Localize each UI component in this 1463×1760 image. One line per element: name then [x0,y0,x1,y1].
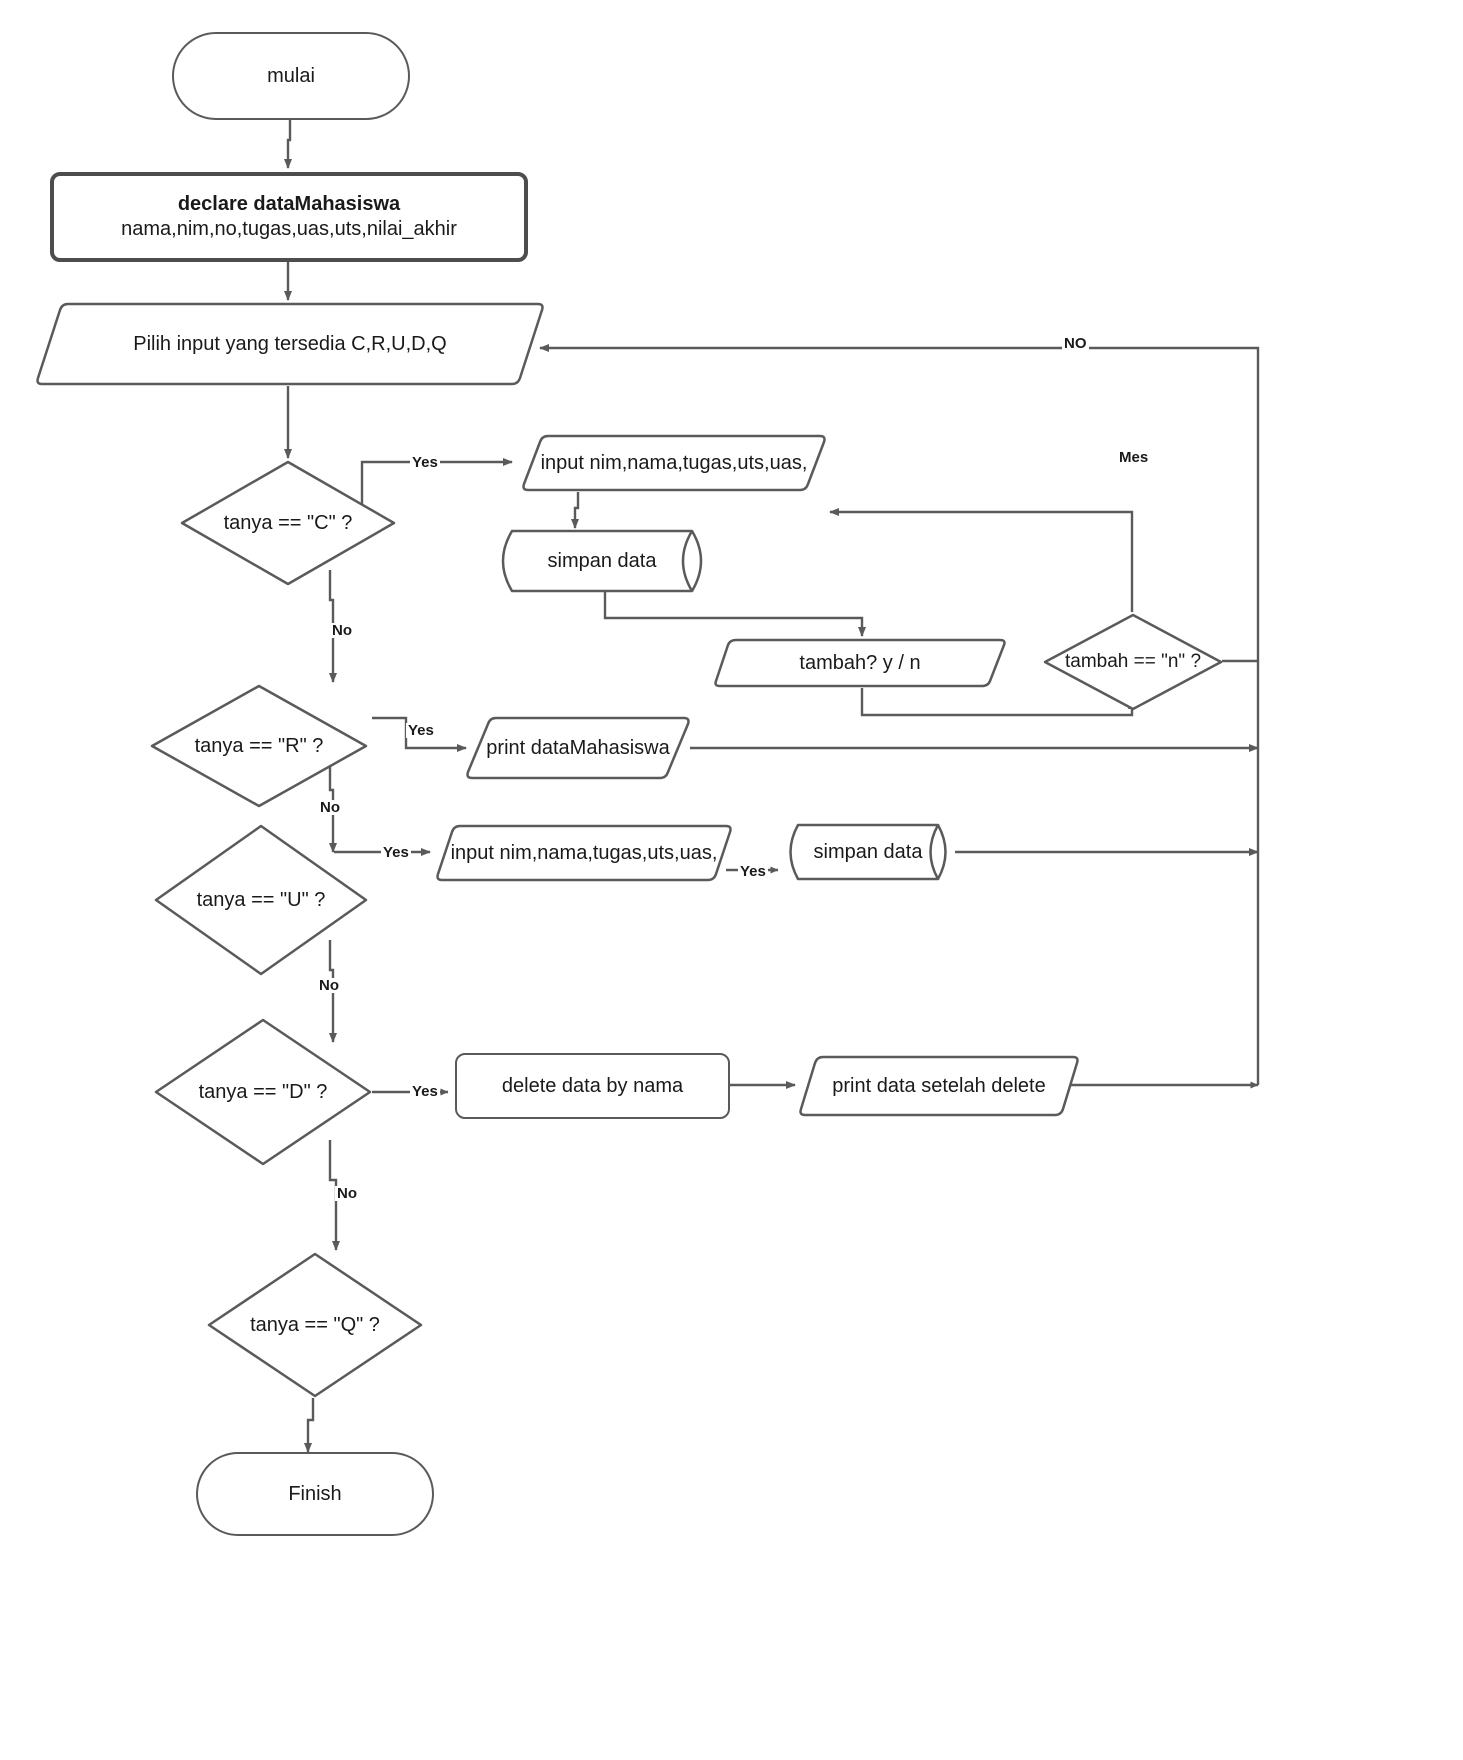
node-cond-c[interactable]: tanya == "C" ? [178,458,398,588]
node-tambah-prompt-label: tambah? y / n [799,651,921,674]
node-delete-d[interactable]: delete data by nama [455,1053,730,1119]
edge-label-r-yes: Yes [406,722,436,739]
node-print-d-label: print data setelah delete [832,1074,1046,1097]
node-cond-r-label: tanya == "R" ? [194,734,324,757]
edge-label-d-no: No [335,1185,359,1202]
node-input-c[interactable]: input nim,nama,tugas,uts,uas, [518,432,830,494]
node-input-u[interactable]: input nim,nama,tugas,uts,uas, [432,822,736,884]
node-cond-d[interactable]: tanya == "D" ? [152,1016,374,1168]
node-simpan-c[interactable]: simpan data [488,528,716,594]
node-simpan-u[interactable]: simpan data [778,822,958,882]
edge-label-r-no: No [318,799,342,816]
node-declare-line2: nama,nim,no,tugas,uas,uts,nilai_akhir [121,218,457,240]
node-cond-tambah[interactable]: tambah == "n" ? [1042,612,1224,712]
edge-label-u-yes-2: Yes [738,863,768,880]
node-input-c-label: input nim,nama,tugas,uts,uas, [540,451,808,474]
node-cond-q[interactable]: tanya == "Q" ? [205,1250,425,1400]
node-print-d[interactable]: print data setelah delete [795,1053,1083,1119]
edge-label-u-yes: Yes [381,844,411,861]
node-menu[interactable]: Pilih input yang tersedia C,R,U,D,Q [32,300,548,388]
node-simpan-c-label: simpan data [547,549,657,572]
node-declare-line1: declare dataMahasiswa [177,193,401,215]
node-tambah-prompt[interactable]: tambah? y / n [710,636,1010,690]
node-cond-q-label: tanya == "Q" ? [250,1313,380,1336]
node-input-u-label: input nim,nama,tugas,uts,uas, [450,841,718,864]
node-menu-label: Pilih input yang tersedia C,R,U,D,Q [133,332,447,355]
node-print-r-label: print dataMahasiswa [486,736,670,759]
node-cond-c-label: tanya == "C" ? [223,511,353,534]
node-cond-d-label: tanya == "D" ? [198,1080,328,1103]
node-finish-label: Finish [288,1482,342,1505]
edge-label-c-yes: Yes [410,454,440,471]
edge-label-menu-return-no: NO [1062,335,1089,352]
edge-label-c-no: No [330,622,354,639]
node-cond-u[interactable]: tanya == "U" ? [152,822,370,978]
node-simpan-u-label: simpan data [813,840,923,863]
node-start[interactable]: mulai [172,32,410,120]
node-cond-r[interactable]: tanya == "R" ? [148,682,370,810]
node-print-r[interactable]: print dataMahasiswa [462,714,694,782]
node-declare[interactable]: declare dataMahasiswa nama,nim,no,tugas,… [50,172,528,262]
node-delete-d-label: delete data by nama [501,1074,684,1097]
node-cond-tambah-label: tambah == "n" ? [1064,651,1202,672]
node-start-label: mulai [267,64,315,87]
node-cond-u-label: tanya == "U" ? [196,888,326,911]
node-finish[interactable]: Finish [196,1452,434,1536]
edge-label-u-no: No [317,977,341,994]
edge-label-tambah-overlap: Mes [1117,449,1151,466]
edge-label-d-yes: Yes [410,1083,440,1100]
